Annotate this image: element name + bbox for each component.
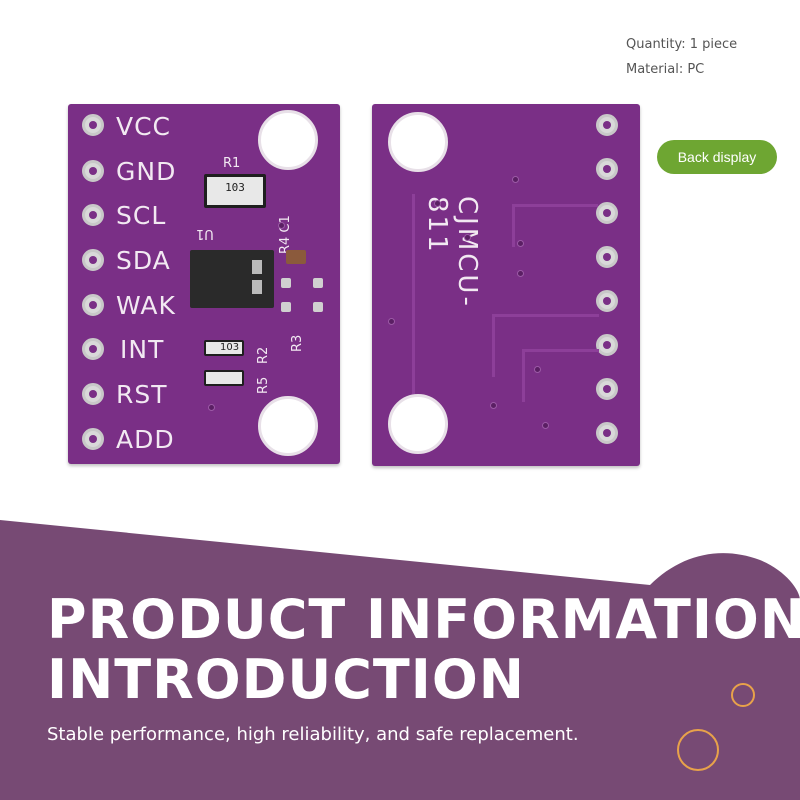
back-mounting-hole-top (388, 112, 448, 172)
pin-label-gnd: GND (116, 157, 177, 186)
pad-r4 (281, 278, 291, 288)
material-spec: Material: PC (626, 62, 705, 77)
back-pin-hole (596, 378, 618, 400)
banner-title-line1: PRODUCT INFORMATION (47, 588, 800, 651)
trace (522, 204, 598, 219)
back-mounting-hole-bottom (388, 394, 448, 454)
front-via (208, 404, 215, 411)
pin-hole-vcc (82, 114, 104, 136)
front-pcb-board: VCC GND SCL SDA WAK INT RST ADD R1 103 R… (68, 104, 340, 464)
back-pin-hole (596, 422, 618, 444)
pad-r3 (281, 302, 291, 312)
pin-hole-sda (82, 249, 104, 271)
back-via (534, 366, 541, 373)
back-pin-hole (596, 202, 618, 224)
banner-shape (0, 520, 800, 800)
r1-label: R1 (223, 156, 241, 171)
trace (412, 194, 495, 394)
pin-label-int: INT (120, 335, 165, 364)
pin-label-vcc: VCC (116, 112, 172, 141)
mounting-hole-top (258, 110, 318, 170)
back-pin-hole (596, 158, 618, 180)
r2-value: 103 (220, 342, 240, 353)
back-pin-hole (596, 334, 618, 356)
pad-r3-b (313, 302, 323, 312)
back-via (517, 240, 524, 247)
pad-r4-b (313, 278, 323, 288)
back-pin-hole (596, 114, 618, 136)
pin-label-sda: SDA (116, 246, 171, 275)
back-via (434, 200, 441, 207)
r5-resistor (204, 370, 244, 386)
front-via (278, 222, 285, 229)
trace (522, 349, 599, 402)
r2-resistor: 103 (204, 340, 244, 356)
r1-resistor-array: 103 (204, 174, 266, 208)
pin-label-wak: WAK (116, 291, 176, 320)
back-display-button[interactable]: Back display (657, 140, 777, 174)
pin-label-rst: RST (116, 380, 168, 409)
pin-hole-scl (82, 204, 104, 226)
back-pin-hole (596, 246, 618, 268)
pin-hole-rst (82, 383, 104, 405)
trace (492, 314, 599, 377)
back-via (388, 318, 395, 325)
r1-value: 103 (225, 181, 245, 194)
banner-title-line2: INTRODUCTION (47, 648, 525, 711)
back-via (490, 402, 497, 409)
mounting-hole-bottom (258, 396, 318, 456)
gas-sensor-chip (190, 250, 274, 308)
decorative-ring-large (677, 729, 719, 771)
banner-subtitle: Stable performance, high reliability, an… (47, 724, 579, 745)
back-via (464, 234, 471, 241)
pin-label-scl: SCL (116, 201, 167, 230)
pin-hole-add (82, 428, 104, 450)
trace (512, 204, 525, 247)
back-pin-hole (596, 290, 618, 312)
back-via (542, 422, 549, 429)
pin-hole-int (82, 338, 104, 360)
capacitor-c1 (286, 250, 306, 264)
pin-hole-gnd (82, 160, 104, 182)
back-via (512, 176, 519, 183)
pin-hole-wak (82, 294, 104, 316)
back-pcb-board: CJMCU-811 (372, 104, 640, 466)
quantity-spec: Quantity: 1 piece (626, 37, 738, 52)
back-via (517, 270, 524, 277)
decorative-ring-small (731, 683, 755, 707)
pin-label-add: ADD (116, 425, 175, 454)
